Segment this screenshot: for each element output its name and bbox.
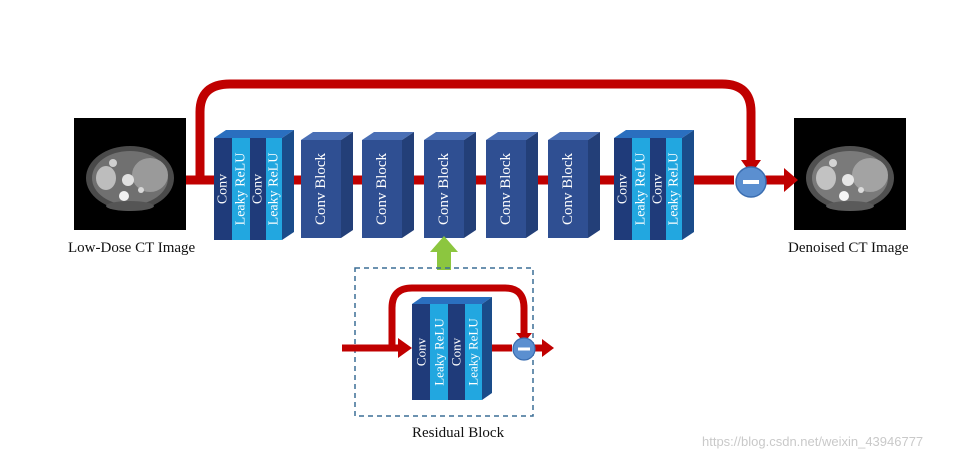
main-subtract-node xyxy=(735,166,798,198)
input-conv-label-1: Conv xyxy=(216,174,231,204)
conv-block-3 xyxy=(424,132,476,238)
residual-relu-label-1: Leaky ReLU xyxy=(432,318,447,386)
output-conv-relu-stack xyxy=(614,130,694,240)
conv-block-label-1: Conv Block xyxy=(313,152,329,225)
output-conv-label-1: Conv xyxy=(616,174,631,204)
residual-link-arrow xyxy=(430,236,458,270)
residual-conv-label-2: Conv xyxy=(449,337,464,366)
residual-block-caption: Residual Block xyxy=(412,425,505,441)
conv-block-label-4: Conv Block xyxy=(498,152,514,225)
residual-relu-label-2: Leaky ReLU xyxy=(466,318,481,386)
conv-block-1 xyxy=(301,132,353,238)
residual-conv-relu-stack xyxy=(412,297,492,400)
conv-block-2 xyxy=(362,132,414,238)
conv-blocks xyxy=(301,132,600,238)
conv-block-label-2: Conv Block xyxy=(374,152,390,225)
input-conv-relu-stack xyxy=(214,130,294,240)
output-caption: Denoised CT Image xyxy=(788,240,909,256)
global-skip-arrow xyxy=(195,79,756,178)
output-conv-label-2: Conv xyxy=(651,174,666,204)
conv-block-label-3: Conv Block xyxy=(436,152,452,225)
conv-block-label-5: Conv Block xyxy=(560,152,576,225)
residual-skip-arrow xyxy=(388,284,528,345)
watermark: https://blog.csdn.net/weixin_43946777 xyxy=(702,434,924,449)
input-relu-label-1: Leaky ReLU xyxy=(234,153,249,226)
low-dose-ct-image xyxy=(74,118,186,230)
conv-block-5 xyxy=(548,132,600,238)
conv-block-4 xyxy=(486,132,538,238)
output-relu-label-2: Leaky ReLU xyxy=(667,153,682,226)
output-relu-label-1: Leaky ReLU xyxy=(634,153,649,226)
input-relu-label-2: Leaky ReLU xyxy=(267,153,282,226)
input-conv-label-2: Conv xyxy=(251,174,266,204)
denoised-ct-image xyxy=(794,118,906,230)
input-caption: Low-Dose CT Image xyxy=(68,240,196,256)
residual-conv-label-1: Conv xyxy=(414,337,429,366)
residual-subtract-node xyxy=(512,337,554,361)
